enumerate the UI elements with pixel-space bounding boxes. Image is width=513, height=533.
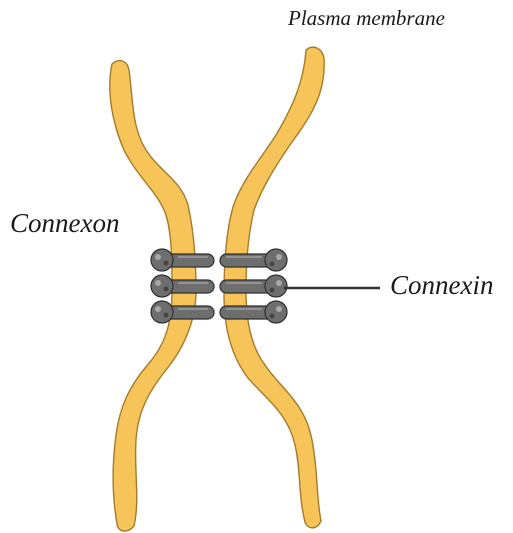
connexon-label: Connexon [10, 208, 119, 239]
connexin-label: Connexin [390, 270, 493, 301]
plasma-membrane-label: Plasma membrane [288, 6, 445, 31]
left-plasma-membrane [110, 61, 196, 531]
